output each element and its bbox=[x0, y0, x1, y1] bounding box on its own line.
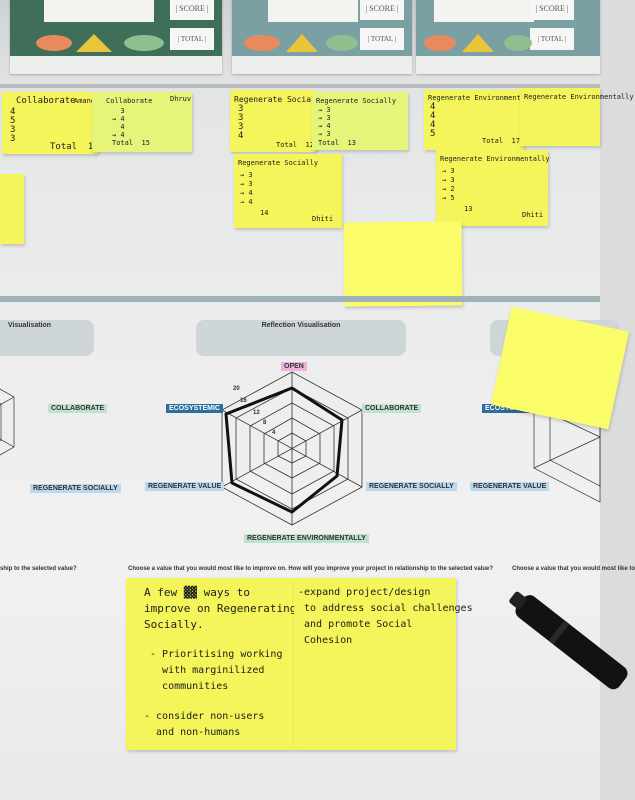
marker-pen bbox=[509, 591, 628, 690]
poster-score-box: | SCORE | bbox=[360, 0, 404, 20]
board-strip bbox=[0, 296, 600, 302]
scale-label: 16 bbox=[240, 398, 247, 404]
note-signature: Dhiti bbox=[312, 215, 334, 223]
reflection-header: Reflection Visualisation bbox=[196, 320, 406, 356]
sticky-note-regenerate-socially-2: Regenerate Socially → 3 → 3 → 4 → 3 Tota… bbox=[312, 92, 408, 150]
radar-chart-left bbox=[0, 388, 15, 456]
reflection-title: Reflection Visualisation bbox=[261, 322, 341, 329]
note-score: 4 bbox=[430, 102, 436, 112]
note-total: Total 12 bbox=[276, 141, 314, 149]
note-score: → 5 bbox=[442, 194, 455, 202]
note-score: 3 bbox=[10, 134, 16, 144]
poster-regenerate-environmentally: | SCORE | | TOTAL | bbox=[416, 0, 600, 74]
note-total: Total 15 bbox=[112, 139, 150, 147]
axis-label-regenerate-socially-left: REGENERATE SOCIALLY bbox=[30, 484, 121, 493]
reflection-prompt: Choose a value that you would most like … bbox=[128, 566, 494, 572]
sticky-note-blank bbox=[343, 221, 463, 307]
axis-label-collaborate-left: COLLABORATE bbox=[48, 404, 108, 413]
note-total: 14 bbox=[260, 209, 269, 217]
sticky-note-regenerate-env-2: Regenerate Environmentally bbox=[520, 88, 634, 146]
reflection-prompt-left: ship to the selected value? bbox=[0, 566, 77, 572]
axis-label-regenerate-socially: REGENERATE SOCIALLY bbox=[366, 482, 457, 491]
poster-shapes bbox=[424, 34, 532, 52]
scale-label: 8 bbox=[263, 420, 267, 426]
note-score: → 3 bbox=[442, 167, 455, 175]
poster-collaborate: | SCORE | | TOTAL | bbox=[10, 0, 222, 74]
note-score: 4 bbox=[112, 123, 125, 131]
note-score: 4 bbox=[238, 131, 244, 141]
note-score: 3 bbox=[238, 122, 244, 132]
sticky-note-improvement-left: A few ▓▓ ways to improve on Regenerating… bbox=[126, 578, 296, 750]
axis-label-regenerate-environmentally: REGENERATE ENVIRONMENTALLY bbox=[244, 534, 369, 543]
note-score: → 3 bbox=[442, 176, 455, 184]
note-score: → 3 bbox=[318, 114, 331, 122]
note-signature: Dhiti bbox=[522, 211, 544, 219]
note-score: → 3 bbox=[318, 106, 331, 114]
note-score: → 4 bbox=[112, 115, 125, 123]
axis-label-regenerate-value-right: REGENERATE VALUE bbox=[470, 482, 550, 491]
note-score: → 2 bbox=[442, 185, 455, 193]
sticky-note-partial bbox=[0, 174, 24, 244]
poster-shapes bbox=[36, 34, 164, 52]
note-score: 4 bbox=[10, 107, 16, 117]
poster-total-box: | TOTAL | bbox=[360, 28, 404, 50]
sticky-note-improvement-right: -expand project/design to address social… bbox=[294, 578, 473, 750]
note-score: 3 bbox=[10, 125, 16, 135]
poster-shapes bbox=[244, 34, 358, 52]
note-total: Total 13 bbox=[318, 139, 356, 147]
note-total: 13 bbox=[464, 205, 473, 213]
sticky-note-collaborate-1: Collaborate Amanda 4 5 3 3 Total 15 bbox=[2, 92, 99, 154]
note-score: → 4 bbox=[240, 189, 253, 197]
axis-label-regenerate-value: REGENERATE VALUE bbox=[145, 482, 225, 491]
sticky-note-regenerate-socially-3: Regenerate Socially → 3 → 3 → 4 → 4 14 D… bbox=[234, 154, 342, 228]
divider bbox=[0, 84, 600, 88]
note-score: 3 bbox=[238, 113, 244, 123]
note-score: → 3 bbox=[318, 130, 331, 138]
note-total: Total 17 bbox=[482, 137, 520, 145]
note-score: 5 bbox=[10, 116, 16, 126]
poster-score-box: | SCORE | bbox=[170, 0, 214, 20]
sticky-note-regenerate-env-3: Regenerate Environmentally → 3 → 3 → 2 →… bbox=[436, 150, 550, 226]
reflection-header-left: Visualisation bbox=[0, 320, 94, 356]
poster-score-box: | SCORE | bbox=[530, 0, 574, 20]
poster-description bbox=[44, 0, 154, 22]
radar-score-shape bbox=[224, 386, 344, 514]
note-score: 4 bbox=[430, 111, 436, 121]
note-score: 3 bbox=[112, 107, 125, 115]
sticky-note-collaborate-2: Collaborate Dhruv 3 → 4 4 → 4 Total 15 bbox=[92, 92, 192, 152]
note-score: → 4 bbox=[112, 131, 125, 139]
radar-chart bbox=[221, 371, 363, 526]
note-score: → 4 bbox=[318, 122, 331, 130]
axis-label-collaborate: COLLABORATE bbox=[362, 404, 422, 413]
note-score: → 3 bbox=[240, 180, 253, 188]
poster-regenerate-socially: | SCORE | | TOTAL | bbox=[232, 0, 412, 74]
sticky-note-regenerate-socially-1: Regenerate Socially 3 3 3 4 Total 12 bbox=[230, 90, 326, 152]
sticky-note-regenerate-env-1: Regenerate Environmentally 4 4 4 5 Total… bbox=[424, 90, 538, 150]
note-score: 3 bbox=[238, 104, 244, 114]
note-score: 4 bbox=[430, 120, 436, 130]
note-score: → 3 bbox=[240, 171, 253, 179]
scale-label: 12 bbox=[253, 410, 260, 416]
note-score: 5 bbox=[430, 129, 436, 139]
reflection-prompt-right: Choose a value that you would most like … bbox=[512, 566, 635, 572]
scale-label: 4 bbox=[272, 430, 276, 436]
axis-label-open: OPEN bbox=[281, 362, 307, 371]
poster-total-box: | TOTAL | bbox=[170, 28, 214, 50]
poster-total-box: | TOTAL | bbox=[530, 28, 574, 50]
axis-label-ecosystemic: ECOSYSTEMIC bbox=[166, 404, 223, 413]
note-score: → 4 bbox=[240, 198, 253, 206]
scale-label: 20 bbox=[233, 386, 240, 392]
